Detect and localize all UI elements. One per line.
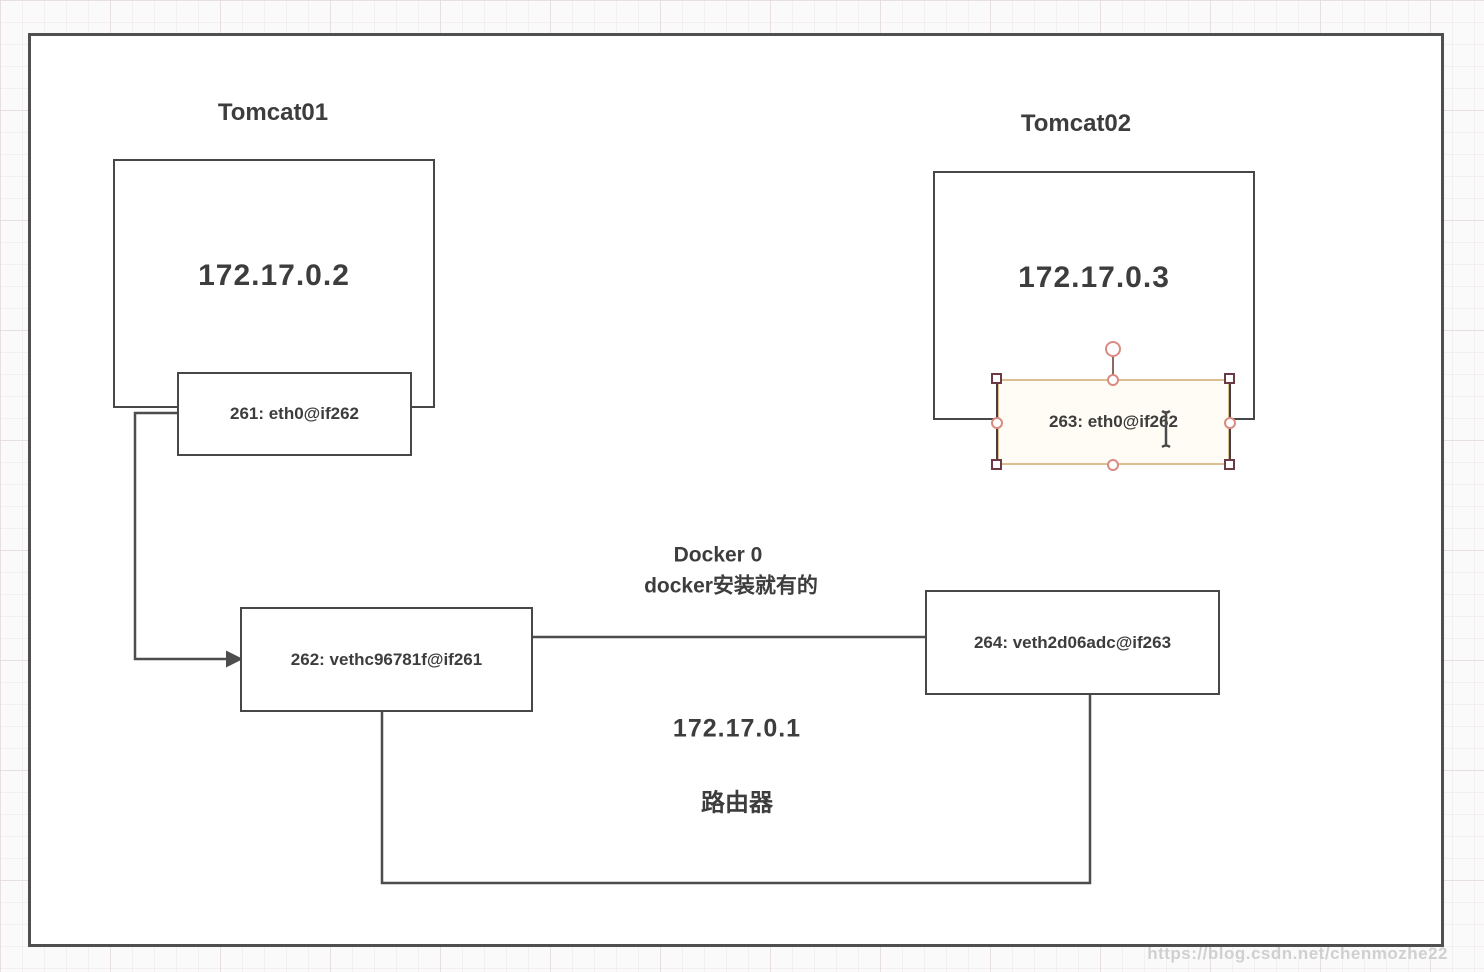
bridge-ip[interactable]: 172.17.0.1 [672,714,802,743]
resize-handle-sw[interactable] [991,459,1002,470]
veth264-label: 264: veth2d06adc@if263 [973,632,1172,652]
bridge-name[interactable]: Docker 0 [673,543,763,567]
eth263-label: 263: eth0@if262 [1048,412,1179,431]
resize-handle-n[interactable] [1107,374,1119,386]
resize-handle-se[interactable] [1224,459,1235,470]
resize-handle-nw[interactable] [991,373,1002,384]
watermark: https://blog.csdn.net/chenmozhe22 [1147,944,1448,963]
tomcat02-title[interactable]: Tomcat02 [1020,110,1132,137]
eth261-box[interactable]: 261: eth0@if262 [177,372,412,456]
resize-handle-e[interactable] [1224,417,1236,429]
veth262-box[interactable]: 262: vethc96781f@if261 [240,607,533,712]
veth264-box[interactable]: 264: veth2d06adc@if263 [925,590,1220,695]
rotate-handle[interactable] [1105,341,1121,357]
veth262-label: 262: vethc96781f@if261 [290,649,483,669]
ibeam-cursor-icon [1161,409,1171,449]
tomcat01-title[interactable]: Tomcat01 [217,99,329,126]
tomcat02-ip: 172.17.0.3 [1018,260,1170,294]
arrowhead-veth262 [226,650,243,668]
tomcat01-ip: 172.17.0.2 [198,258,350,292]
edge-bottom-loop[interactable] [380,695,1092,885]
eth261-label: 261: eth0@if262 [229,404,360,423]
resize-handle-ne[interactable] [1224,373,1235,384]
resize-handle-w[interactable] [991,417,1003,429]
bridge-note[interactable]: docker安装就有的 [644,574,818,598]
eth263-box-selected[interactable]: 263: eth0@if262 [997,379,1230,465]
bridge-role[interactable]: 路由器 [701,789,773,817]
resize-handle-s[interactable] [1107,459,1119,471]
tomcat02-box[interactable]: 172.17.0.3 [933,171,1255,420]
edge-eth261-to-veth262[interactable] [133,411,226,661]
tomcat01-box[interactable]: 172.17.0.2 [113,159,435,408]
rotate-handle-stem [1112,357,1114,375]
